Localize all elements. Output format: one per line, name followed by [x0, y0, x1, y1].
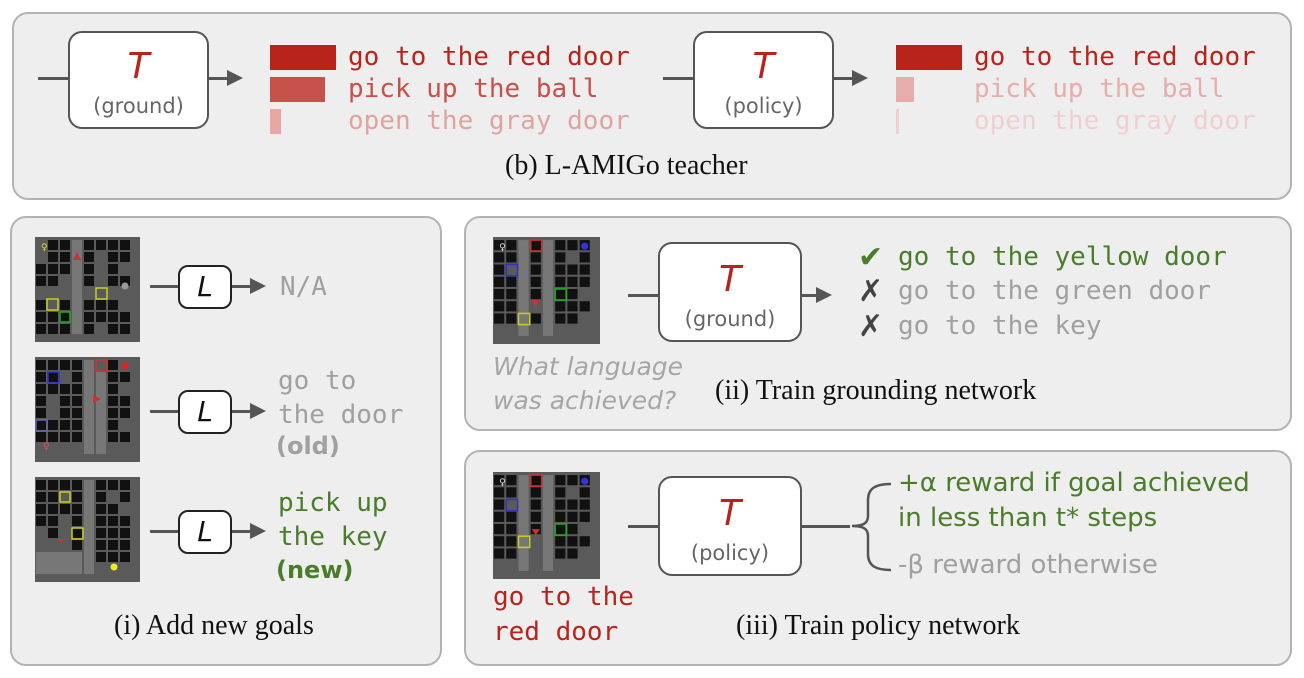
panel-b-teacher	[12, 12, 1292, 200]
arrow-icon	[816, 287, 832, 303]
line	[232, 530, 252, 533]
probability-bar	[896, 45, 962, 70]
svg-text:♀: ♀	[499, 242, 506, 253]
teacher-label: (policy)	[724, 94, 803, 118]
policy-teacher-box: T (policy)	[693, 31, 834, 129]
language-labeler-box: L	[178, 510, 232, 554]
arrow-icon	[250, 403, 266, 419]
panel-caption: (iii) Train policy network	[736, 610, 1020, 641]
language-labeler-box: L	[178, 390, 232, 434]
probability-bar	[270, 109, 281, 134]
goal-text: open the gray door	[348, 106, 630, 136]
arrow-icon	[852, 70, 868, 86]
brace-icon	[851, 482, 892, 572]
unachieved-goal: go to the key	[898, 311, 1102, 341]
line	[232, 285, 252, 288]
line	[802, 525, 850, 528]
panel-ii-grounding	[464, 216, 1292, 431]
instruction-text: red door	[493, 617, 619, 647]
unachieved-goal: go to the green door	[898, 276, 1212, 306]
teacher-symbol: T	[719, 259, 741, 300]
positive-reward-text: in less than t* steps	[898, 503, 1158, 533]
line	[232, 410, 252, 413]
svg-text:♀: ♀	[499, 477, 506, 488]
arrow-icon	[227, 70, 243, 86]
teacher-label: (ground)	[93, 94, 184, 118]
input-line-policy	[663, 77, 695, 80]
goal-text: go to the red door	[974, 42, 1256, 72]
policy-teacher-box: T (policy)	[658, 476, 802, 576]
arrow-icon	[250, 523, 266, 539]
question-text: was achieved?	[493, 386, 677, 415]
output-line-ground	[209, 77, 229, 80]
check-icon: ✔	[858, 240, 884, 275]
panel-caption: (i) Add new goals	[114, 610, 314, 641]
output-line-policy	[834, 77, 854, 80]
instruction-text: go to the	[493, 582, 634, 612]
svg-text:♀: ♀	[43, 442, 50, 452]
teacher-symbol: T	[127, 46, 150, 87]
svg-text:♀: ♀	[41, 243, 48, 253]
gridworld-image: ♀	[493, 237, 600, 344]
line	[150, 410, 180, 413]
label-tag-old: (old)	[276, 432, 340, 460]
label-output: the key	[278, 522, 388, 552]
gridworld-image: ♀	[35, 237, 140, 342]
cross-icon: ✗	[858, 274, 884, 309]
question-text: What language	[493, 352, 684, 381]
line	[628, 525, 660, 528]
ground-teacher-box: T (ground)	[68, 31, 209, 129]
goal-text: go to the red door	[348, 42, 630, 72]
goal-text: pick up the ball	[348, 74, 599, 104]
goal-text: pick up the ball	[974, 74, 1225, 104]
panel-caption: (ii) Train grounding network	[715, 375, 1037, 406]
teacher-label: (ground)	[684, 307, 776, 331]
language-labeler-box: L	[178, 265, 232, 309]
teacher-symbol: T	[719, 493, 741, 534]
label-output: go to	[278, 366, 357, 396]
input-line-ground	[38, 77, 70, 80]
line	[628, 294, 660, 297]
line	[150, 530, 180, 533]
teacher-label: (policy)	[690, 541, 770, 565]
label-tag-new: (new)	[276, 556, 354, 584]
probability-bar	[270, 45, 336, 70]
arrow-icon	[250, 278, 266, 294]
goal-text: open the gray door	[974, 106, 1256, 136]
achieved-goal: go to the yellow door	[898, 242, 1227, 272]
probability-bar	[270, 77, 325, 102]
line	[150, 285, 180, 288]
line	[802, 294, 818, 297]
cross-icon: ✗	[858, 309, 884, 344]
positive-reward-text: +α reward if goal achieved	[898, 468, 1250, 498]
negative-reward-text: -β reward otherwise	[898, 550, 1158, 580]
probability-bar	[896, 109, 899, 134]
teacher-symbol: T	[752, 46, 775, 87]
gridworld-image	[35, 477, 140, 582]
gridworld-image: ♀	[493, 472, 600, 579]
label-output: N/A	[280, 272, 327, 302]
label-output: pick up	[278, 488, 388, 518]
label-output: the door	[278, 400, 404, 430]
gridworld-image: ♀	[35, 357, 140, 462]
panel-caption: (b) L-AMIGo teacher	[505, 150, 748, 181]
probability-bar	[896, 77, 914, 102]
ground-teacher-box: T (ground)	[658, 242, 802, 342]
